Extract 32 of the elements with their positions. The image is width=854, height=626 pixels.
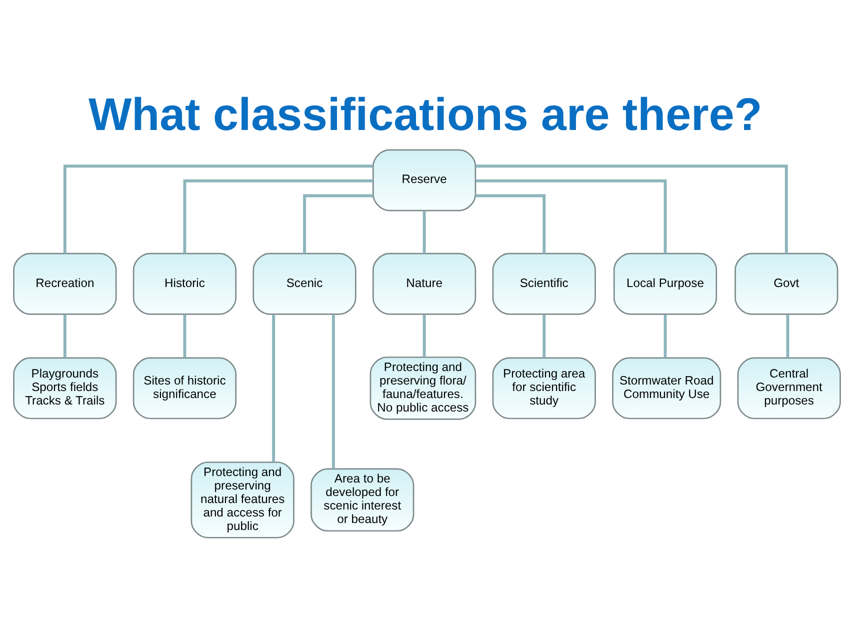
node-box: Central Government purposes bbox=[737, 356, 841, 419]
node-box: Sites of historic significance bbox=[132, 356, 237, 419]
connector bbox=[63, 164, 373, 254]
node-box: Local Purpose bbox=[613, 252, 718, 314]
connector bbox=[422, 314, 426, 356]
connector bbox=[183, 178, 373, 254]
connector bbox=[303, 194, 374, 254]
connector bbox=[272, 314, 276, 462]
connector bbox=[542, 314, 546, 358]
node-box: Govt bbox=[734, 252, 838, 314]
diagram-title: What classifications are there? bbox=[88, 88, 762, 140]
node-box: Reserve bbox=[372, 148, 476, 211]
node-box: Protecting and preserving flora/fauna/features. No public access bbox=[370, 356, 476, 420]
connector bbox=[476, 164, 788, 254]
connector bbox=[786, 314, 790, 358]
node-box: Area to be developed for scenic interest or beauty bbox=[310, 468, 414, 532]
node-box: Scenic bbox=[252, 252, 356, 314]
node-box: Nature bbox=[372, 252, 476, 314]
connector bbox=[183, 314, 186, 358]
node-box: Historic bbox=[132, 252, 237, 314]
connector bbox=[332, 314, 335, 468]
connector bbox=[664, 314, 667, 358]
connector bbox=[476, 178, 667, 254]
node-box: Protecting area for scientific study bbox=[492, 356, 596, 419]
node-box: Playgrounds Sports fields Tracks & Trails bbox=[13, 356, 117, 419]
node-box: Scientific bbox=[492, 252, 596, 314]
node-box: Stormwater Road Community Use bbox=[612, 356, 722, 419]
node-box: Recreation bbox=[13, 252, 117, 314]
node-box: Protecting and preserving natural features and access for public bbox=[190, 461, 294, 538]
connector bbox=[63, 314, 66, 358]
connector bbox=[475, 194, 546, 254]
connector bbox=[422, 210, 426, 254]
